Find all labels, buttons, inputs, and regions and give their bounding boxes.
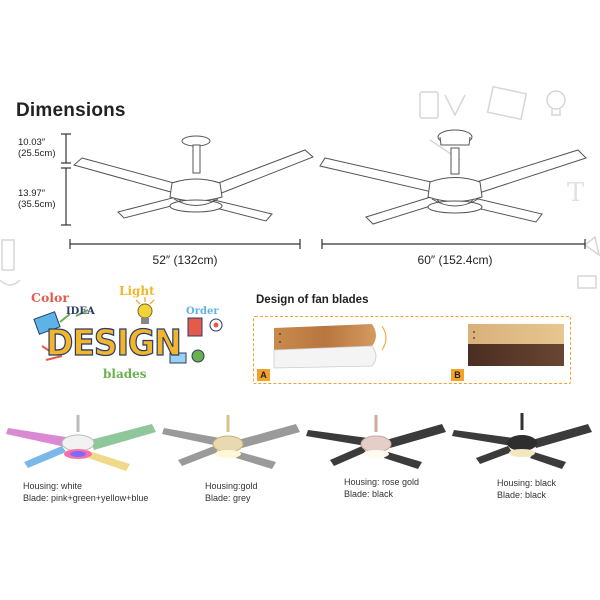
variant-3-caption: Housing: rose gold Blade: black xyxy=(344,476,419,500)
blade-options-box xyxy=(253,316,571,384)
variant-2-caption: Housing:gold Blade: grey xyxy=(205,480,258,504)
blade-option-b-tag: B xyxy=(451,369,464,381)
variant-4-caption: Housing: black Blade: black xyxy=(497,477,556,501)
design-word-light: Light xyxy=(119,284,155,298)
design-word-idea: IDEA xyxy=(66,306,95,317)
blade-option-a-tag: A xyxy=(257,369,270,381)
downrod-height-label: 10.03″ (25.5cm) xyxy=(18,137,56,159)
design-word-blades: blades xyxy=(103,367,147,381)
blade-design-title: Design of fan blades xyxy=(256,294,369,306)
variant-2-housing: Housing:gold xyxy=(205,481,258,491)
svg-text:T: T xyxy=(567,178,585,208)
variant-3-blade: Blade: black xyxy=(344,489,394,499)
variant-1-caption: Housing: white Blade: pink+green+yellow+… xyxy=(23,480,148,504)
page-title: Dimensions xyxy=(16,100,126,121)
body-height-label: 13.97″ (35.5cm) xyxy=(18,188,56,210)
large-fan-width-label: 60″ (152.4cm) xyxy=(417,253,493,267)
design-wordmark: DESIGN xyxy=(45,321,182,364)
variant-2-blade: Blade: grey xyxy=(205,493,251,503)
variant-4-housing: Housing: black xyxy=(497,478,557,488)
variant-1-blade: Blade: pink+green+yellow+blue xyxy=(23,493,149,503)
small-fan-width-label: 52″ (132cm) xyxy=(152,253,218,267)
variant-1-housing: Housing: white xyxy=(23,481,83,491)
design-word-color: Color xyxy=(31,290,69,305)
variant-3-housing: Housing: rose gold xyxy=(344,477,420,487)
design-word-order: Order xyxy=(186,306,219,317)
variant-4-blade: Blade: black xyxy=(497,490,547,500)
